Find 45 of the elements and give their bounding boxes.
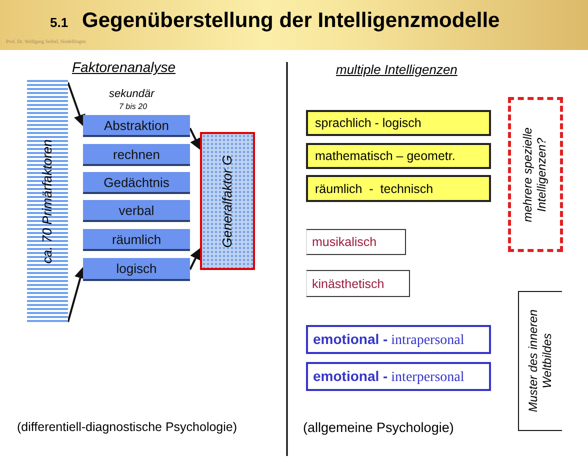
box-label: rechnen [113,146,160,162]
box-label: verbal [118,202,154,218]
factor-box [83,144,190,166]
box-label: mathematisch – geometr. [315,149,456,163]
footer-note: (differentiell-diagnostische Psychologie) [17,420,238,434]
factor-box [83,115,190,137]
slide-title: Gegenüberstellung der Intelligenzmodelle [82,9,500,33]
box-label: kinästhetisch [312,276,384,290]
box-label: sprachlich - logisch [315,116,422,130]
footer-note: (allgemeine Psychologie) [303,420,454,435]
box-label: emotional - interpersonal [313,368,464,386]
factor-box [83,258,190,281]
box-label: emotional - intrapersonal [313,330,464,348]
arrow [189,248,201,270]
intelligence-box [306,143,491,169]
vertical-label: mehrere spezielle Intelligenzen? [522,126,550,224]
column-heading: multiple Intelligenzen [336,62,458,77]
intelligence-box [306,175,491,202]
box-label: Gedächtnis [104,174,170,190]
question-box [508,97,563,252]
factor-box [83,229,190,251]
vertical-label: ca. 70 Primärfaktoren [40,138,55,266]
vertical-label: Generalfaktor G [220,154,235,250]
arrow [67,82,86,127]
section-number: 5.1 [50,15,68,30]
arrow [189,128,201,150]
factor-box [83,200,190,222]
vertical-label: Muster des inneren Weltbildes [526,308,554,414]
intelligence-box [306,362,491,391]
box-label: räumlich - technisch [315,182,434,196]
factor-box [83,172,190,194]
box-label: räumlich [112,232,162,246]
box-label: Abstraktion [104,118,170,132]
general-factor-box [200,132,255,270]
primary-factors-bar [27,80,68,322]
box-label: musikalisch [312,235,377,249]
column-heading: Faktorenanalyse [72,59,176,75]
note-box [518,291,562,431]
box-label: logisch [116,261,157,276]
secondary-label: sekundär [109,88,154,100]
intelligence-box [306,229,406,255]
range-label: 7 bis 20 [119,102,148,111]
intelligence-box [306,110,491,136]
intelligence-box [306,270,410,297]
intelligence-box [306,325,491,354]
